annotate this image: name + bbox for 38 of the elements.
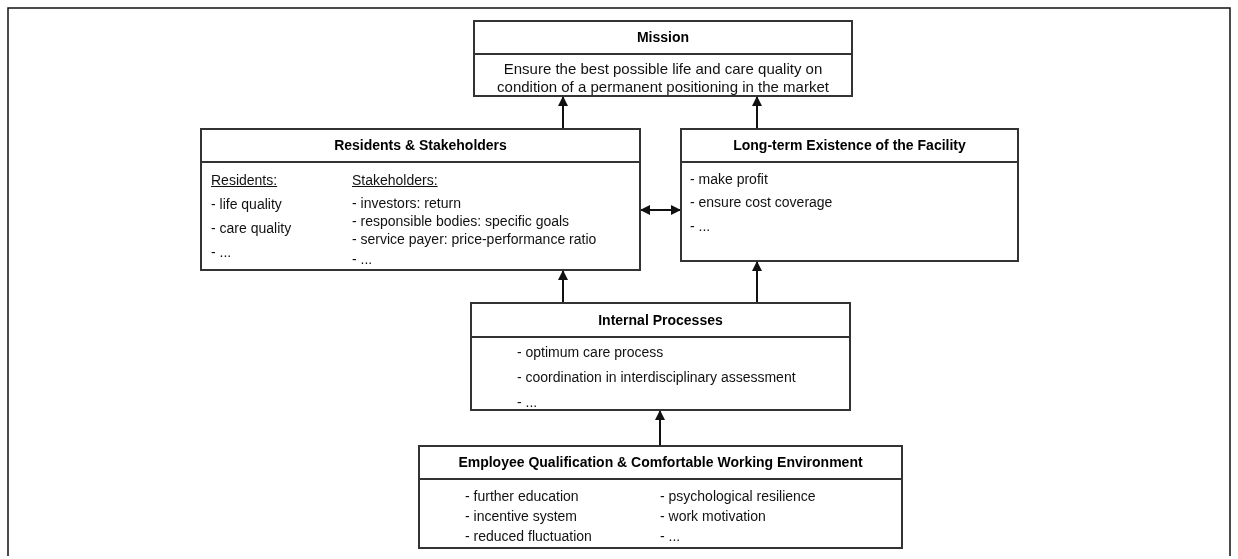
- list-item: - make profit: [690, 171, 768, 187]
- list-item: - psychological resilience: [660, 488, 816, 504]
- list-item: - investors: return: [352, 195, 461, 211]
- list-item: - life quality: [211, 196, 282, 212]
- list-item: - ...: [690, 218, 711, 234]
- list-item: - ...: [352, 251, 373, 267]
- box-heading: Mission: [475, 22, 851, 55]
- arrow: [655, 410, 665, 446]
- box-heading: Employee Qualification & Comfortable Working Environment: [420, 447, 901, 480]
- concept-box: [470, 302, 851, 411]
- list-item: - ...: [660, 528, 681, 544]
- list-item: - care quality: [211, 220, 292, 236]
- list-item: - work motivation: [660, 508, 766, 524]
- list-item: - ...: [517, 394, 538, 410]
- list-item: - incentive system: [465, 508, 578, 524]
- arrow: [752, 261, 762, 303]
- arrow: [558, 96, 568, 129]
- arrow: [752, 96, 762, 129]
- column-heading: Residents:: [211, 172, 278, 188]
- box-heading: Internal Processes: [472, 304, 849, 338]
- list-item: - optimum care process: [517, 344, 664, 360]
- box-heading: Residents & Stakeholders: [202, 130, 639, 163]
- concept-box: [473, 20, 853, 97]
- arrow: [640, 205, 681, 215]
- box-heading: Long-term Existence of the Facility: [682, 130, 1017, 163]
- list-item: - responsible bodies: specific goals: [352, 213, 570, 229]
- box-text: Ensure the best possible life and care quality on condition of a permanent positioning in the market: [496, 60, 830, 96]
- list-item: - ...: [211, 244, 232, 260]
- list-item: - further education: [465, 488, 579, 504]
- arrow: [558, 270, 568, 303]
- list-item: - ensure cost coverage: [690, 194, 833, 210]
- concept-box: [680, 128, 1019, 262]
- column-heading: Stakeholders:: [352, 172, 438, 188]
- concept-box: [200, 128, 641, 271]
- list-item: - reduced fluctuation: [465, 528, 592, 544]
- list-item: - service payer: price-performance ratio: [352, 231, 597, 247]
- list-item: - coordination in interdisciplinary assessment: [517, 369, 796, 385]
- concept-box: [418, 445, 903, 549]
